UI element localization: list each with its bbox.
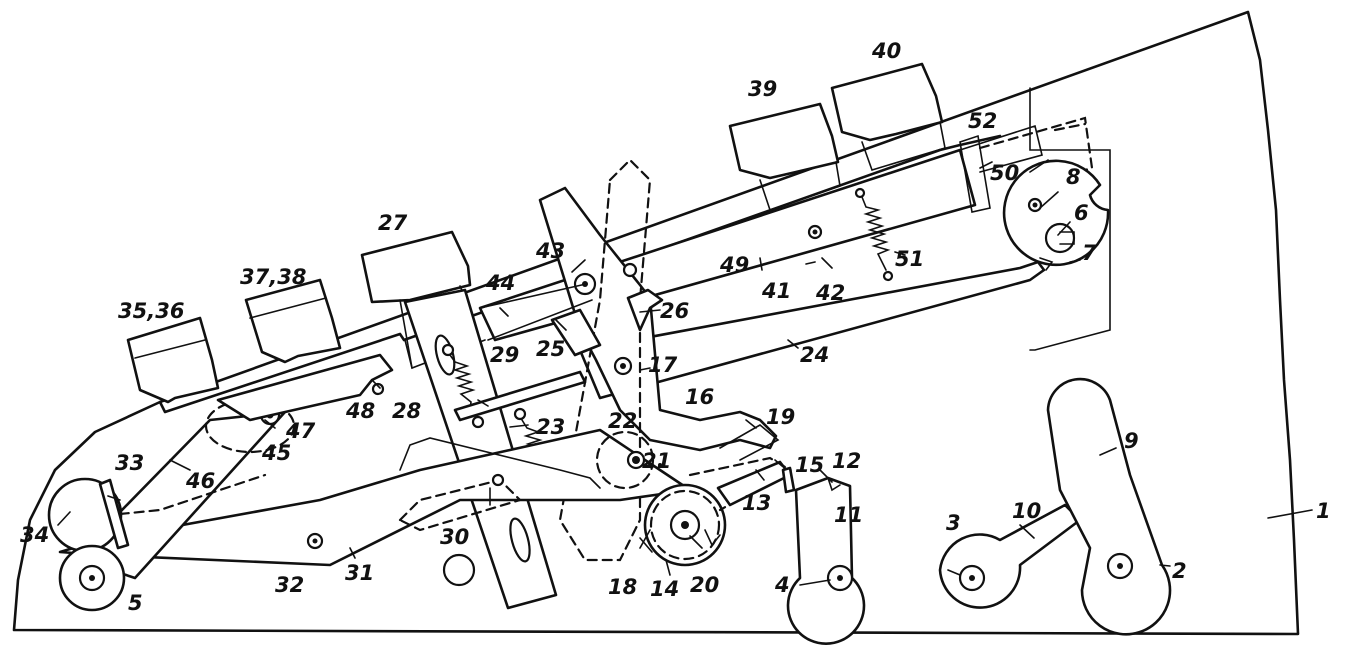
- label-12: 12: [832, 449, 861, 473]
- key-27[interactable]: [360, 230, 472, 304]
- key-39[interactable]: [728, 102, 841, 212]
- lever-11[interactable]: [786, 476, 866, 646]
- pin-32-center: [312, 538, 318, 544]
- pin-28-lower: [471, 415, 485, 429]
- label-23: 23: [536, 415, 565, 439]
- label-8: 8: [1066, 165, 1081, 189]
- label-44: 44: [485, 271, 515, 295]
- label-28: 28: [392, 399, 421, 423]
- key-37-38[interactable]: [244, 278, 342, 364]
- label-42: 42: [815, 281, 845, 305]
- label-41: 41: [761, 279, 791, 303]
- label-51: 51: [895, 247, 924, 271]
- label-32: 32: [275, 573, 304, 597]
- pin-42-center: [812, 229, 818, 235]
- label-5: 5: [128, 591, 143, 615]
- lever-19: [719, 424, 780, 461]
- spring-29: [441, 343, 587, 422]
- label-2: 2: [1172, 559, 1187, 583]
- pin-30: [491, 473, 505, 487]
- pawl-15: [781, 466, 796, 494]
- label-40: 40: [871, 39, 901, 63]
- lever-31-upper: [399, 437, 601, 489]
- label-49: 49: [719, 253, 749, 277]
- label-20: 20: [690, 573, 719, 597]
- key-35-36[interactable]: [126, 316, 220, 404]
- label-34: 34: [20, 523, 49, 547]
- spring-51: [854, 187, 894, 282]
- label-37-38: 37,38: [240, 265, 306, 289]
- label-14: 14: [650, 577, 679, 601]
- label-31: 31: [345, 561, 374, 585]
- notch-12: [827, 477, 841, 492]
- lever-10[interactable]: [938, 503, 1082, 609]
- label-27: 27: [378, 211, 408, 235]
- label-52: 52: [968, 109, 997, 133]
- wheel-20[interactable]: [643, 483, 727, 567]
- label-45: 45: [261, 441, 291, 465]
- label-15: 15: [795, 453, 824, 477]
- slide-bar-52: [959, 124, 1043, 213]
- label-18: 18: [608, 575, 637, 599]
- lever-24: [578, 260, 1046, 400]
- label-48: 48: [345, 399, 375, 423]
- label-33: 33: [115, 451, 144, 475]
- pawl-25: [550, 308, 602, 357]
- pin-48: [371, 382, 385, 396]
- link-44: [479, 283, 593, 341]
- slot-lower: [509, 517, 531, 563]
- label-26: 26: [660, 299, 689, 323]
- pin-18: [639, 537, 653, 553]
- label-29: 29: [490, 343, 519, 367]
- label-3: 3: [946, 511, 961, 535]
- base-plate-right-block: [1029, 87, 1111, 351]
- lever-16: [538, 186, 778, 452]
- label-9: 9: [1124, 429, 1139, 453]
- label-50: 50: [990, 161, 1019, 185]
- gear-21: [595, 430, 662, 490]
- label-17: 17: [648, 353, 678, 377]
- label-10: 10: [1012, 499, 1041, 523]
- hook-20: [704, 529, 721, 547]
- base-plate-outline: [12, 10, 1300, 636]
- label-21: 21: [642, 449, 671, 473]
- label-11: 11: [834, 503, 863, 527]
- label-46: 46: [185, 469, 215, 493]
- label-6: 6: [1074, 201, 1089, 225]
- label-19: 19: [766, 405, 795, 429]
- lever-9[interactable]: [1046, 377, 1172, 636]
- label-30: 30: [440, 525, 469, 549]
- label-25: 25: [536, 337, 565, 361]
- label-7: 7: [1082, 241, 1097, 265]
- round-hole-lower: [442, 553, 476, 587]
- lever-16-dashed-outline: [558, 158, 652, 562]
- label-13: 13: [742, 491, 771, 515]
- pin-upper: [622, 262, 638, 278]
- label-39: 39: [748, 77, 777, 101]
- pawl-26: [626, 288, 664, 332]
- bar-33: [98, 478, 130, 550]
- key-40[interactable]: [830, 62, 946, 171]
- lever-30-dashed: [398, 478, 523, 532]
- pin-17-center: [620, 363, 626, 369]
- label-22: 22: [608, 409, 637, 433]
- label-47: 47: [285, 419, 316, 443]
- label-16: 16: [685, 385, 714, 409]
- label-24: 24: [800, 343, 829, 367]
- leader-lines: [57, 159, 1313, 586]
- label-1: 1: [1316, 499, 1331, 523]
- label-4: 4: [774, 573, 790, 597]
- shaft-5[interactable]: [58, 544, 126, 612]
- cam-6-7[interactable]: [1002, 159, 1110, 271]
- label-43: 43: [535, 239, 565, 263]
- label-35-36: 35,36: [118, 299, 184, 323]
